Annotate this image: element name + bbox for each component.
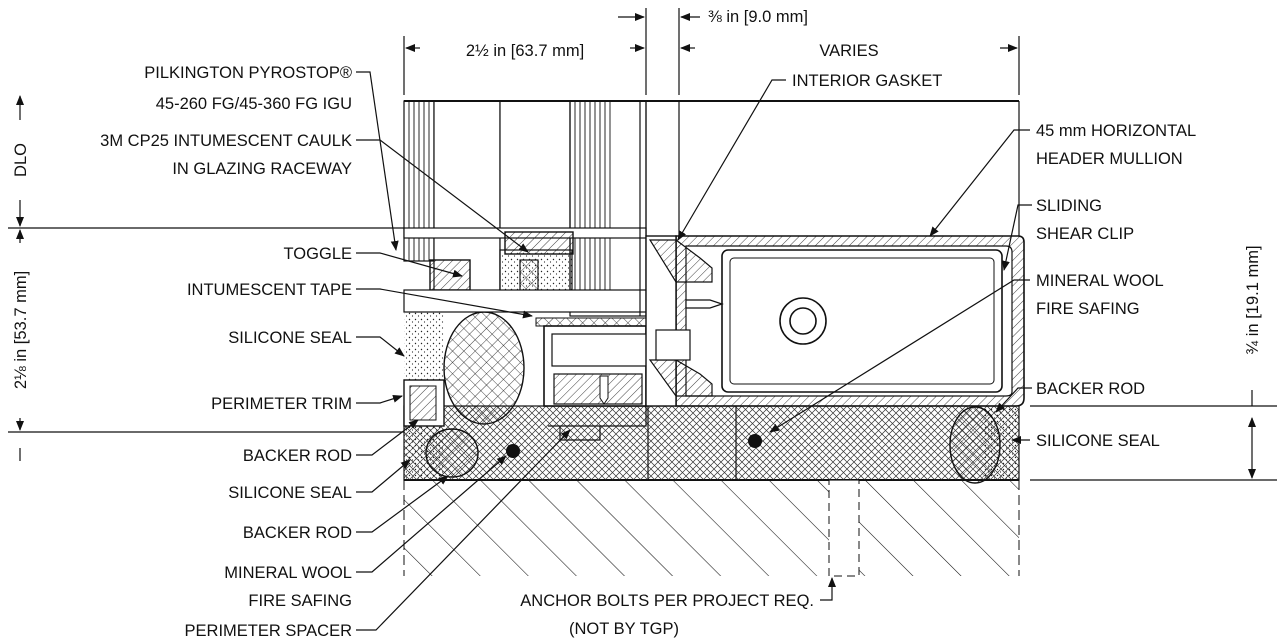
dimension-setback-label: ⅜ in [9.0 mm]	[708, 8, 808, 26]
callout-caulk-line2: IN GLAZING RACEWAY	[172, 160, 352, 178]
callout-caulk-line1: 3M CP25 INTUMESCENT CAULK	[100, 132, 352, 150]
callout-intumescent-tape: INTUMESCENT TAPE	[187, 281, 352, 299]
glazing-pocket-and-trim	[403, 227, 675, 441]
callout-right-mineral-wool-line1: MINERAL WOOL	[1036, 272, 1164, 290]
callout-igu-line2: 45-260 FG/45-360 FG IGU	[156, 95, 352, 113]
anchor-note-line2: (NOT BY TGP)	[569, 620, 679, 638]
backer-rods	[425, 311, 1001, 484]
callout-shear-clip-line1: SLIDING	[1036, 197, 1102, 215]
callout-mineral-wool-line1: MINERAL WOOL	[224, 564, 352, 582]
mineral-wool-fire-safing	[403, 405, 1020, 481]
horizontal-header-mullion	[639, 101, 1025, 407]
callout-igu-line1: PILKINGTON PYROSTOP®	[144, 64, 352, 82]
right-callouts: INTERIOR GASKET 45 mm HORIZONTAL HEADER …	[792, 72, 1196, 450]
callout-interior-gasket: INTERIOR GASKET	[792, 72, 942, 90]
dimension-lines	[8, 8, 1277, 481]
callout-shear-clip-line2: SHEAR CLIP	[1036, 225, 1134, 243]
callout-mullion-line1: 45 mm HORIZONTAL	[1036, 122, 1196, 140]
dimension-height-left-label: 2⅛ in [53.7 mm]	[12, 271, 30, 389]
callout-silicone-seal-lower: SILICONE SEAL	[228, 484, 352, 502]
concrete-substrate	[403, 479, 1020, 577]
leader-lines	[356, 71, 1032, 631]
callout-silicone-seal-upper: SILICONE SEAL	[228, 329, 352, 347]
callout-perimeter-trim: PERIMETER TRIM	[211, 395, 352, 413]
dimension-sightline-label: 2½ in [63.7 mm]	[466, 42, 584, 60]
callout-backer-rod-1: BACKER ROD	[243, 447, 352, 465]
callout-right-backer-rod: BACKER ROD	[1036, 380, 1145, 398]
left-callouts: PILKINGTON PYROSTOP® 45-260 FG/45-360 FG…	[100, 64, 352, 640]
callout-toggle: TOGGLE	[284, 245, 352, 263]
dimension-dlo-label: DLO	[12, 143, 30, 177]
callout-mullion-line2: HEADER MULLION	[1036, 150, 1183, 168]
callout-right-silicone-seal: SILICONE SEAL	[1036, 432, 1160, 450]
anchor-note-line1: ANCHOR BOLTS PER PROJECT REQ.	[520, 592, 814, 610]
callout-perimeter-spacer: PERIMETER SPACER	[185, 622, 353, 640]
dimension-height-right-label: ¾ in [19.1 mm]	[1244, 245, 1262, 354]
callout-backer-rod-2: BACKER ROD	[243, 524, 352, 542]
callout-right-mineral-wool-line2: FIRE SAFING	[1036, 300, 1140, 318]
callout-mineral-wool-line2: FIRE SAFING	[248, 592, 352, 610]
dimension-varies-label: VARIES	[819, 42, 878, 60]
